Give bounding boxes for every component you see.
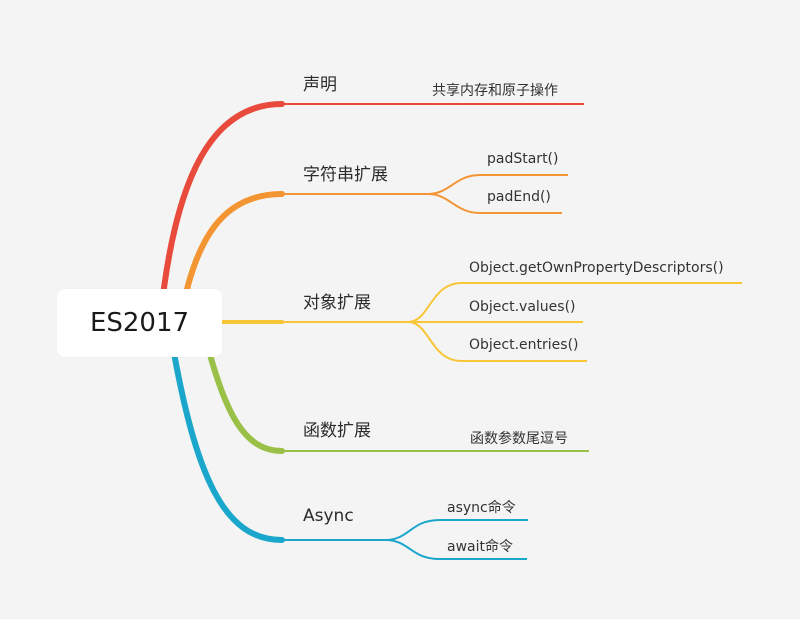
leaf-label[interactable]: Object.entries() (469, 337, 579, 353)
connector-shengming (157, 101, 285, 325)
root-node[interactable]: ES2017 (57, 289, 222, 357)
subconnector-padend (427, 193, 562, 214)
connector-async (167, 327, 285, 543)
branch-label-shengming[interactable]: 声明 (303, 75, 337, 95)
subconnector-padstart (427, 174, 568, 195)
leaf-label[interactable]: async命令 (447, 500, 516, 516)
leaf-label[interactable]: 共享内存和原子操作 (432, 83, 558, 99)
subconnector-getown (407, 282, 742, 323)
connector-hanshu (202, 333, 285, 454)
leaf-label[interactable]: await命令 (447, 539, 513, 555)
branch-label-zifuchuan[interactable]: 字符串扩展 (303, 165, 388, 185)
branch-label-hanshu[interactable]: 函数扩展 (303, 421, 371, 441)
leaf-label[interactable]: padStart() (487, 151, 559, 167)
branch-label-duixiang[interactable]: 对象扩展 (303, 293, 371, 313)
leaf-label[interactable]: padEnd() (487, 189, 551, 205)
subconnector-asynccmd (384, 519, 528, 541)
leaf-label[interactable]: Object.values() (469, 299, 576, 315)
leaf-label[interactable]: Object.getOwnPropertyDescriptors() (469, 260, 724, 276)
subconnector-entries (407, 321, 587, 362)
subconnector-awaitcmd (384, 539, 527, 560)
root-label: ES2017 (89, 308, 190, 338)
branch-label-async[interactable]: Async (303, 506, 354, 526)
leaf-label[interactable]: 函数参数尾逗号 (470, 431, 568, 447)
